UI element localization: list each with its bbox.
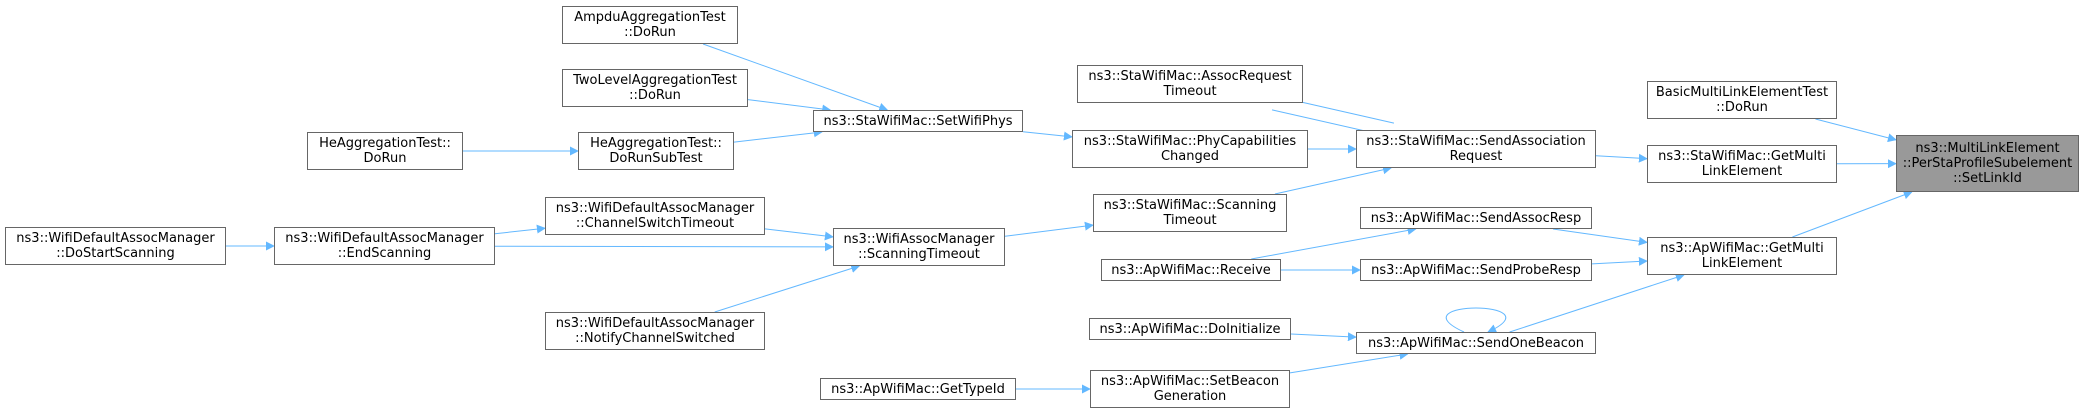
node-label-line: ns3::ApWifiMac::GetTypeId bbox=[831, 381, 1005, 397]
node-label-line: ns3::StaWifiMac::AssocRequest bbox=[1088, 69, 1292, 84]
node-label-line: LinkElement bbox=[1701, 256, 1783, 271]
edge-ap_doinit-to-ap_sendonebeacon bbox=[1290, 332, 1357, 342]
node-label-line: ::DoRun bbox=[629, 88, 681, 103]
node-wifiassocmanager-scanningtimeout[interactable]: ns3::WifiAssocManager ::ScanningTimeout bbox=[833, 228, 1005, 266]
node-label-line: HeAggregationTest:: bbox=[590, 136, 722, 151]
edge-sta_sendassoc-to-sta_getmulti bbox=[1595, 153, 1648, 163]
node-label-line: DoRunSubTest bbox=[609, 151, 703, 166]
node-label-line: ns3::StaWifiMac::PhyCapabilities bbox=[1083, 134, 1297, 149]
node-label-line: ::DoStartScanning bbox=[56, 246, 175, 261]
node-apwifimac-getmultilinkelement[interactable]: ns3::ApWifiMac::GetMulti LinkElement bbox=[1647, 237, 1837, 275]
edge-he_dorunsub-to-sta_setwifiphys bbox=[733, 128, 823, 143]
node-label-line: ::ScanningTimeout bbox=[858, 247, 980, 262]
node-label-line: ns3::WifiDefaultAssocManager bbox=[555, 201, 755, 216]
edge-ap_getmulti-to-setlinkid bbox=[1792, 190, 1913, 238]
edge-ap_sendproberesp-to-ap_getmulti bbox=[1591, 256, 1648, 266]
node-ampduaggregationtest-dorun[interactable]: AmpduAggregationTest ::DoRun bbox=[562, 6, 738, 44]
node-label-line: ::ChannelSwitchTimeout bbox=[575, 216, 735, 231]
node-label-line: AmpduAggregationTest bbox=[574, 10, 726, 25]
node-stawifimac-setwifiphys[interactable]: ns3::StaWifiMac::SetWifiPhys bbox=[813, 110, 1023, 132]
node-apwifimac-sendproberesp[interactable]: ns3::ApWifiMac::SendProbeResp bbox=[1360, 259, 1592, 281]
node-apwifimac-gettypeid[interactable]: ns3::ApWifiMac::GetTypeId bbox=[820, 378, 1016, 400]
node-label-line: ns3::MultiLinkElement bbox=[1915, 141, 2060, 156]
node-wifidefaultassocmanager-channelswitchtimeout[interactable]: ns3::WifiDefaultAssocManager ::ChannelSw… bbox=[545, 197, 765, 235]
node-label-line: ns3::ApWifiMac::Receive bbox=[1111, 262, 1271, 278]
node-apwifimac-doinitialize[interactable]: ns3::ApWifiMac::DoInitialize bbox=[1089, 318, 1291, 340]
node-multilinkelement-setlinkid: ns3::MultiLinkElement ::PerStaProfileSub… bbox=[1896, 135, 2079, 192]
edge-twolevel_dorun-to-sta_setwifiphys bbox=[747, 99, 832, 114]
node-label-line: ns3::StaWifiMac::Scanning bbox=[1103, 198, 1277, 213]
node-label-line: BasicMultiLinkElementTest bbox=[1655, 85, 1829, 100]
node-stawifimac-scanningtimeout[interactable]: ns3::StaWifiMac::Scanning Timeout bbox=[1093, 194, 1287, 232]
node-label-line: LinkElement bbox=[1701, 164, 1783, 179]
node-stawifimac-phycapabilitieschanged[interactable]: ns3::StaWifiMac::PhyCapabilities Changed bbox=[1072, 130, 1308, 168]
edge-sta_scantimeout-to-sta_sendassoc bbox=[1274, 165, 1392, 195]
node-wifidefaultassocmanager-dostartscanning[interactable]: ns3::WifiDefaultAssocManager ::DoStartSc… bbox=[5, 227, 226, 265]
node-label-line: Request bbox=[1449, 149, 1503, 164]
node-label-line: ns3::WifiDefaultAssocManager bbox=[555, 316, 755, 331]
node-stawifimac-getmultilinkelement[interactable]: ns3::StaWifiMac::GetMulti LinkElement bbox=[1647, 145, 1837, 183]
edge-defmgr_notify-to-assocmgr_scantimeout bbox=[714, 264, 861, 313]
edge-assocmgr_scantimeout-to-sta_scantimeout bbox=[1004, 221, 1094, 237]
node-label-line: ::PerStaProfileSubelement bbox=[1902, 156, 2073, 171]
node-label-line: Generation bbox=[1153, 389, 1227, 404]
node-label-line: ns3::StaWifiMac::GetMulti bbox=[1658, 149, 1826, 164]
node-label-line: ns3::ApWifiMac::SendAssocResp bbox=[1370, 210, 1582, 226]
node-label-line: ns3::WifiDefaultAssocManager bbox=[285, 231, 484, 246]
node-label-line: ns3::ApWifiMac::SendOneBeacon bbox=[1367, 335, 1585, 351]
edge-ap_receive-to-ap_sendassocresp bbox=[1251, 226, 1417, 260]
node-apwifimac-receive[interactable]: ns3::ApWifiMac::Receive bbox=[1101, 259, 1281, 281]
edge-ap_sendassocresp-to-ap_getmulti bbox=[1552, 228, 1648, 246]
node-label-line: ::NotifyChannelSwitched bbox=[575, 331, 735, 346]
edge-defmgr_endscan-to-assocmgr_scantimeout bbox=[494, 242, 834, 252]
edge-ampdu_dorun-to-sta_setwifiphys bbox=[702, 43, 889, 112]
node-label-line: Timeout bbox=[1163, 84, 1217, 99]
node-label-line: TwoLevelAggregationTest bbox=[573, 73, 737, 88]
node-label-line: ns3::WifiAssocManager bbox=[843, 232, 995, 247]
edge-defmgr_endscan-to-defmgr_chswitch bbox=[494, 224, 546, 235]
node-heaggregationtest-dorunsubtest[interactable]: HeAggregationTest:: DoRunSubTest bbox=[578, 132, 734, 170]
node-label-line: ::EndScanning bbox=[337, 246, 432, 261]
node-label-line: ::DoRun bbox=[624, 25, 676, 40]
node-label-line: Timeout bbox=[1163, 213, 1217, 228]
edge-ap_sendonebeacon-to-ap_getmulti bbox=[1509, 273, 1685, 333]
node-label-line: ns3::ApWifiMac::DoInitialize bbox=[1099, 321, 1281, 337]
node-twolevelaggregationtest-dorun[interactable]: TwoLevelAggregationTest ::DoRun bbox=[562, 69, 748, 107]
edge-ap_sendonebeacon-to-ap_sendonebeacon bbox=[1445, 307, 1507, 333]
edge-basicmle_dorun-to-setlinkid bbox=[1815, 118, 1897, 143]
node-label-line: Changed bbox=[1160, 149, 1220, 164]
node-label-line: ns3::StaWifiMac::SendAssociation bbox=[1366, 134, 1586, 149]
node-heaggregationtest-dorun[interactable]: HeAggregationTest:: DoRun bbox=[307, 132, 463, 170]
edge-ap_setbeacon-to-ap_sendonebeacon bbox=[1289, 350, 1409, 374]
node-label-line: ns3::ApWifiMac::SendProbeResp bbox=[1371, 262, 1581, 278]
node-stawifimac-sendassociationrequest[interactable]: ns3::StaWifiMac::SendAssociation Request bbox=[1356, 130, 1596, 168]
node-wifidefaultassocmanager-notifychannelswitched[interactable]: ns3::WifiDefaultAssocManager ::NotifyCha… bbox=[545, 312, 765, 350]
node-label-line: ns3::ApWifiMac::SetBeacon bbox=[1100, 374, 1280, 389]
node-basicmultilinkelementtest-dorun[interactable]: BasicMultiLinkElementTest ::DoRun bbox=[1647, 81, 1837, 119]
node-wifidefaultassocmanager-endscanning[interactable]: ns3::WifiDefaultAssocManager ::EndScanni… bbox=[274, 227, 495, 265]
node-apwifimac-setbeacongeneration[interactable]: ns3::ApWifiMac::SetBeacon Generation bbox=[1090, 370, 1290, 408]
node-label-line: ns3::StaWifiMac::SetWifiPhys bbox=[823, 113, 1013, 129]
node-label-line: ns3::WifiDefaultAssocManager bbox=[16, 231, 215, 246]
node-label-line: HeAggregationTest:: bbox=[319, 136, 451, 151]
edge-defmgr_chswitch-to-assocmgr_scantimeout bbox=[764, 228, 834, 241]
node-stawifimac-assocrequesttimeout[interactable]: ns3::StaWifiMac::AssocRequest Timeout bbox=[1077, 65, 1303, 103]
node-apwifimac-sendonebeacon[interactable]: ns3::ApWifiMac::SendOneBeacon bbox=[1356, 332, 1596, 354]
node-label-line: ns3::ApWifiMac::GetMulti bbox=[1660, 241, 1824, 256]
node-label-line: DoRun bbox=[363, 151, 407, 166]
edge-sta_setwifiphys-to-sta_phycap bbox=[1022, 131, 1073, 141]
node-label-line: ::SetLinkId bbox=[1953, 171, 2022, 186]
node-apwifimac-sendassocresp[interactable]: ns3::ApWifiMac::SendAssocResp bbox=[1360, 207, 1592, 229]
node-label-line: ::DoRun bbox=[1716, 100, 1768, 115]
